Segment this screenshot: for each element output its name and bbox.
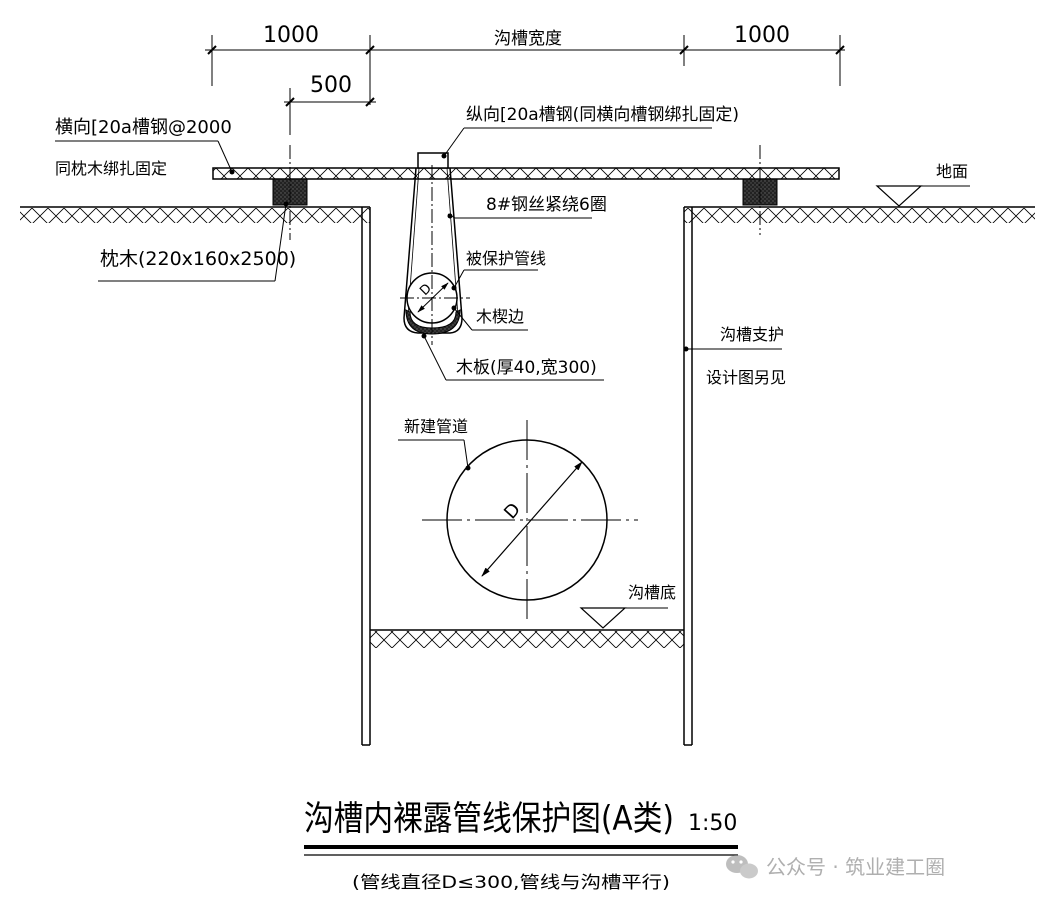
ground-left (20, 206, 370, 223)
inner-dimension: 500 (284, 73, 376, 135)
new-pipe-label: 新建管道 (404, 417, 468, 436)
new-pipe: D (422, 420, 638, 620)
title-block: 沟槽内裸露管线保护图(A类) 1:50 (管线直径D≤300,管线与沟槽平行) (304, 799, 738, 893)
watermark: 公众号 · 筑业建工圈 (726, 855, 945, 879)
drawing-scale: 1:50 (688, 811, 737, 836)
wechat-icon (726, 855, 758, 879)
wood-plank-label: 木板(厚40,宽300) (456, 358, 597, 378)
dim-left-1000: 1000 (263, 23, 319, 48)
dim-trench-width: 沟槽宽度 (494, 29, 562, 49)
longitudinal-channel-label: 纵向[20a槽钢(同横向槽钢绑扎固定) (466, 105, 739, 125)
ground-label: 地面 (936, 162, 968, 181)
sleeper-callout: 枕木(220x160x2500) (98, 201, 296, 282)
dim-500: 500 (310, 73, 352, 98)
steel-wire-callout: 8#钢丝紧绕6圈 (447, 195, 607, 219)
transverse-channel-callout: 横向[20a槽钢@2000 同枕木绑扎固定 (55, 117, 235, 178)
trench-bottom (370, 629, 684, 648)
longitudinal-channel-callout: 纵向[20a槽钢(同横向槽钢绑扎固定) (441, 105, 739, 159)
wood-wedge-label: 木楔边 (476, 307, 524, 326)
protected-pipe-callout: 被保护管线 (451, 249, 546, 291)
transverse-channel-label: 横向[20a槽钢@2000 (55, 117, 232, 138)
top-dimension-chain: 1000 沟槽宽度 1000 (205, 23, 845, 105)
protected-pipe-label: 被保护管线 (466, 249, 546, 268)
wood-wedge-callout: 木楔边 (451, 305, 528, 331)
suspended-pipe-assembly: D (400, 152, 470, 345)
trench-support-label-2: 设计图另见 (706, 368, 786, 387)
transverse-channel-beam (212, 167, 840, 180)
drawing-title: 沟槽内裸露管线保护图(A类) (304, 799, 674, 839)
new-pipe-callout: 新建管道 (398, 417, 471, 471)
dim-right-1000: 1000 (734, 23, 790, 48)
steel-wire-label: 8#钢丝紧绕6圈 (486, 195, 607, 215)
sleeper-label: 枕木(220x160x2500) (100, 248, 296, 270)
drawing-note: (管线直径D≤300,管线与沟槽平行) (352, 873, 670, 893)
trench-support-label: 沟槽支护 (720, 325, 784, 344)
trench-bottom-label: 沟槽底 (628, 583, 676, 602)
wood-plank-callout: 木板(厚40,宽300) (421, 333, 604, 381)
trench-support-callout: 沟槽支护 设计图另见 (683, 325, 786, 387)
transverse-channel-label-2: 同枕木绑扎固定 (55, 159, 167, 178)
ground-right (684, 206, 1035, 223)
watermark-text: 公众号 · 筑业建工圈 (766, 855, 945, 879)
trench-support-right (683, 207, 693, 746)
ground-level-marker: 地面 (875, 162, 970, 207)
trench-bottom-marker: 沟槽底 (579, 583, 676, 629)
trench-support-left (361, 207, 371, 746)
